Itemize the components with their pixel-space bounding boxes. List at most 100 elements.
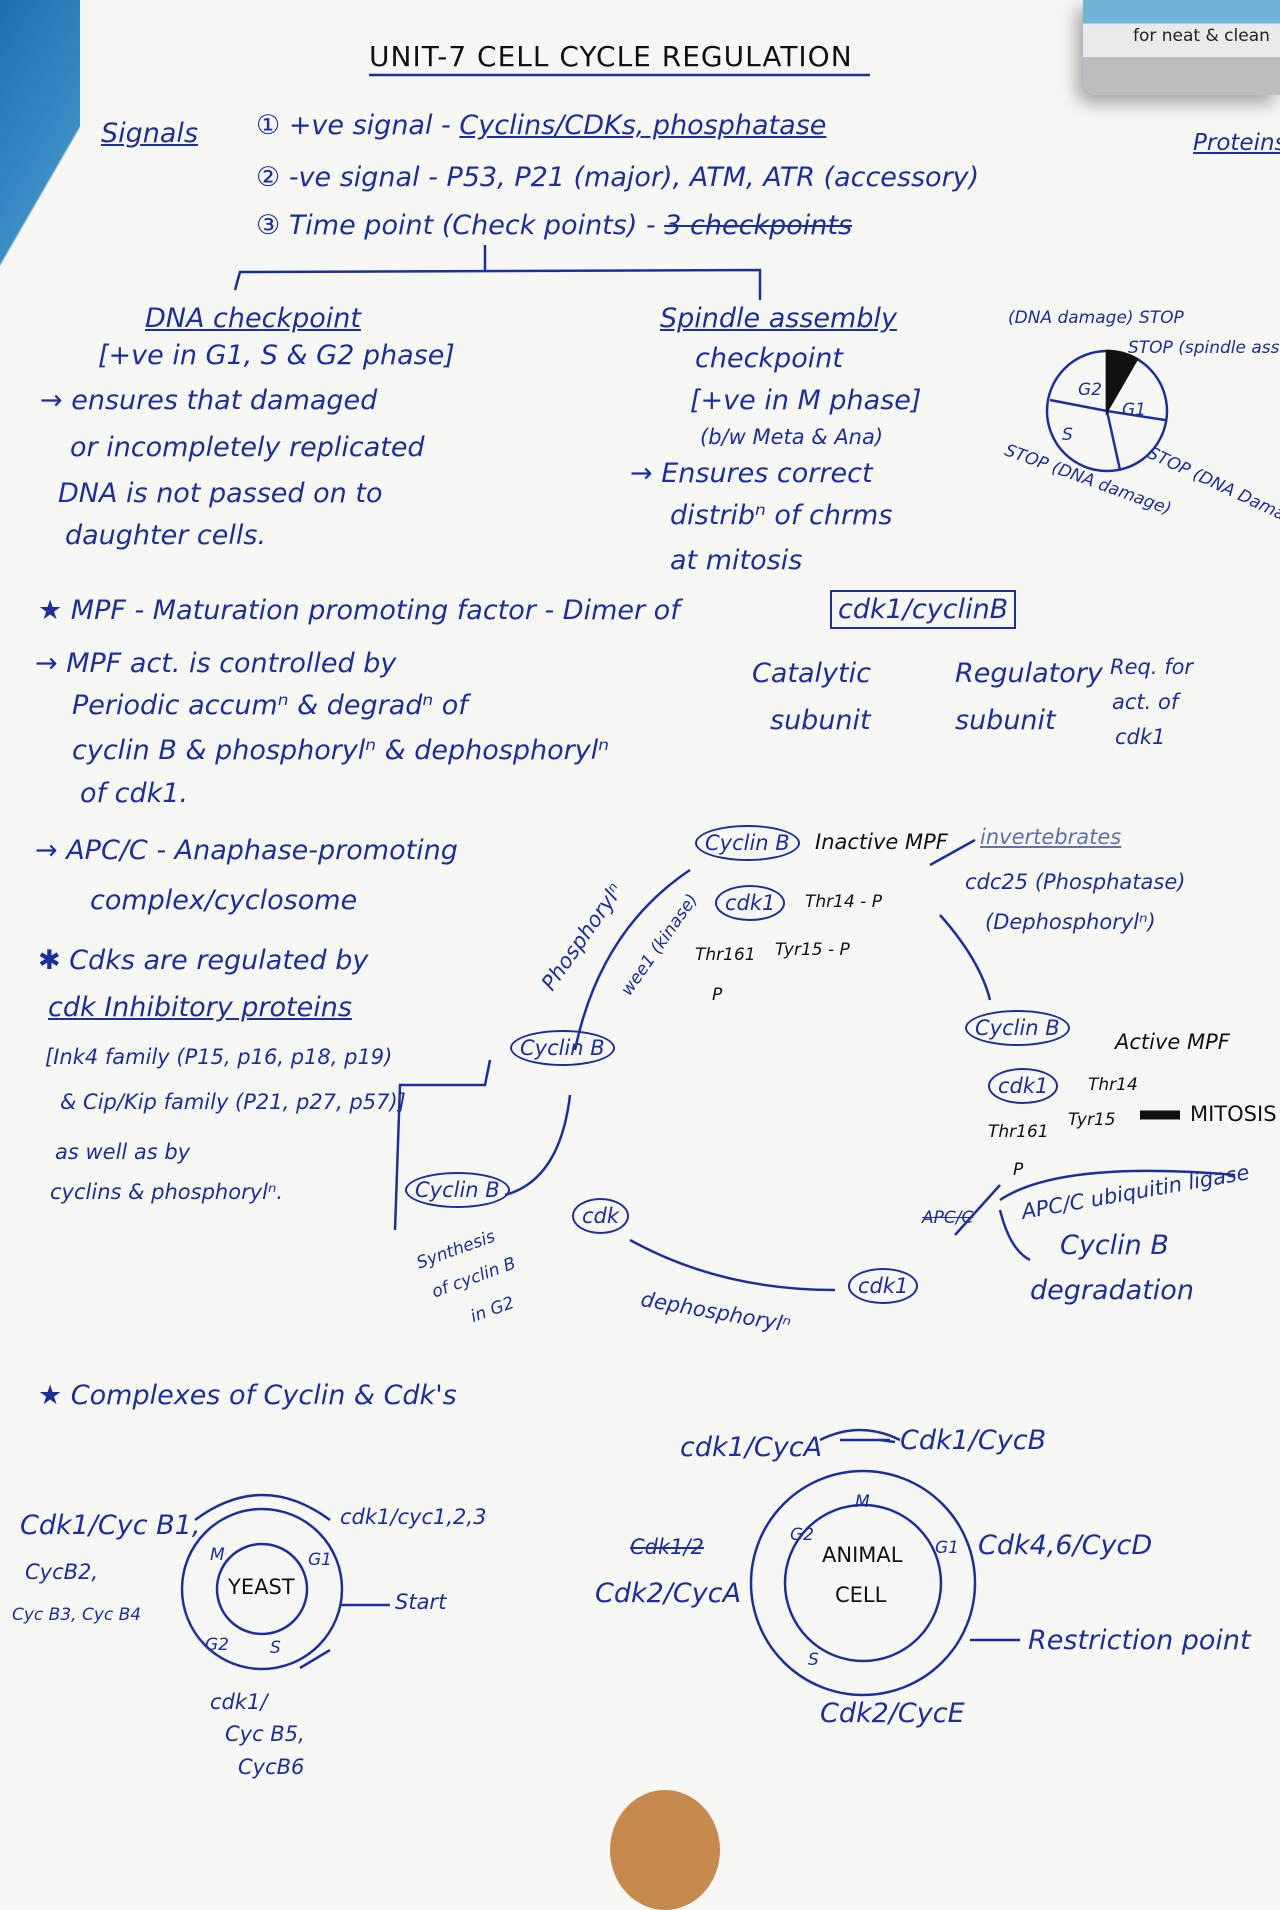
line: [Ink4 family (P15, p16, p18, p19) (45, 1045, 393, 1069)
bracket-regulators (393, 1059, 492, 1231)
animal-right: Cdk4,6/CycD (978, 1530, 1153, 1561)
arrow-dephos (629, 1238, 836, 1292)
mpf-dimer-box: cdk1/cyclinB (830, 590, 1017, 629)
line: of cdk1. (80, 778, 188, 809)
phase: M (855, 1492, 870, 1512)
line: → ensures that damaged (40, 385, 378, 416)
degradation: Cyclin B (1060, 1230, 1169, 1261)
line: [+ve in G1, S & G2 phase] (98, 340, 455, 371)
heading: Spindle assembly (660, 303, 897, 334)
apc-strike: APC/C (922, 1208, 974, 1228)
phase: G1 (1122, 400, 1146, 420)
line: → MPF act. is controlled by (35, 648, 397, 679)
phase: G1 (935, 1538, 959, 1558)
cdk1-inactive: cdk1 (715, 885, 786, 921)
active-mpf: Active MPF (1115, 1030, 1230, 1054)
line: complex/cyclosome (90, 885, 358, 916)
phase: S (808, 1650, 819, 1670)
yeast-inner (215, 1542, 309, 1636)
regulatory: Regulatory (955, 658, 1103, 689)
arrow-invertebrates (929, 838, 976, 867)
tape-text: for neat & clean (1133, 26, 1270, 46)
cdk-free: cdk (572, 1198, 630, 1234)
blue-folder-edge (0, 0, 80, 300)
line: (b/w Meta & Ana) (700, 425, 884, 449)
cyclin-b-new: Cyclin B (405, 1172, 510, 1208)
yeast-start: Start (395, 1590, 447, 1614)
cdk1-free: cdk1 (848, 1268, 919, 1304)
thr161: Thr161 (695, 945, 756, 965)
yeast-left: CycB2, (25, 1560, 99, 1584)
animal-inner (783, 1503, 943, 1663)
detail: 3 checkpoints (664, 210, 853, 241)
heading: DNA checkpoint (145, 303, 361, 334)
cyclin-b-active: Cyclin B (965, 1010, 1070, 1046)
text: -ve signal - (288, 162, 447, 193)
line: daughter cells. (65, 520, 267, 551)
yeast-bottom: cdk1/ (210, 1690, 268, 1714)
phase: G2 (205, 1635, 229, 1655)
thr14: Thr14 (1088, 1075, 1138, 1095)
stop-label: STOP (spindle assembly) (1128, 338, 1280, 358)
yeast-center: YEAST (228, 1575, 295, 1599)
p: P (712, 985, 723, 1005)
restriction-point: Restriction point (1028, 1625, 1251, 1656)
yeast-right: cdk1/cyc1,2,3 (340, 1505, 487, 1529)
line: or incompletely replicated (70, 432, 425, 463)
branch-arrow (233, 268, 762, 300)
cyclin-b-inhibited: Cyclin B (510, 1030, 615, 1066)
arrow-ligase (999, 1169, 1236, 1202)
arrow-cdc25 (939, 914, 992, 1001)
detail: Cyclins/CDKs, phosphatase (459, 110, 827, 141)
line: ✱ Cdks are regulated by (38, 945, 369, 976)
catalytic: Catalytic (752, 658, 871, 689)
req: Req. for (1110, 655, 1194, 679)
p-active: P (1013, 1160, 1024, 1180)
mpf-line: ★ MPF - Maturation promoting factor - Di… (38, 595, 680, 626)
invertebrates: invertebrates (980, 825, 1122, 849)
text: +ve signal - (288, 110, 460, 141)
detail: P53, P21 (major), ATM, ATR (accessory) (446, 162, 980, 193)
line: as well as by (55, 1140, 191, 1164)
line: DNA is not passed on to (58, 478, 383, 509)
drawing-lines (180, 73, 1236, 1697)
arrow-apc (954, 1184, 1001, 1236)
line: → Ensures correct (630, 458, 873, 489)
degradation: degradation (1030, 1275, 1194, 1306)
phase: M (210, 1545, 225, 1565)
yeast-arrows (194, 1493, 331, 1670)
line: Periodic accumⁿ & degradⁿ of (72, 690, 468, 721)
animal-left: Cdk2/CycA (595, 1578, 742, 1609)
cdk1-active: cdk1 (988, 1068, 1059, 1104)
animal-center: ANIMAL (822, 1543, 903, 1567)
req: cdk1 (1115, 725, 1166, 749)
arrow-synthesis (504, 1094, 572, 1197)
tyr15: Tyr15 (1068, 1110, 1116, 1130)
signal-1: ① +ve signal - Cyclins/CDKs, phosphatase (256, 110, 826, 141)
num: ③ (256, 210, 281, 241)
animal-top-right: Cdk1/CycB (900, 1425, 1047, 1456)
line: cdk Inhibitory proteins (48, 992, 352, 1023)
animal-center: CELL (835, 1583, 887, 1607)
req: act. of (1112, 690, 1179, 714)
animal-top-left: cdk1/CycA (680, 1432, 823, 1463)
phase: S (1062, 425, 1073, 445)
phase: G2 (1078, 380, 1102, 400)
inactive-mpf: Inactive MPF (815, 830, 948, 854)
regulatory: subunit (955, 705, 1056, 736)
animal-left-strike: Cdk1/2 (630, 1535, 704, 1559)
thr161-active: Thr161 (988, 1122, 1049, 1142)
yeast-left: Cdk1/Cyc B1, (20, 1510, 201, 1541)
arrow-phosphorylation (573, 868, 691, 1051)
phase: G1 (308, 1550, 332, 1570)
yeast-bottom: Cyc B5, (225, 1722, 305, 1746)
phase: S (270, 1638, 281, 1658)
animal-outer (749, 1469, 977, 1697)
cdc25-sub: (Dephosphorylⁿ) (985, 910, 1156, 934)
line: distribⁿ of chrms (670, 500, 893, 531)
yeast-bottom: CycB6 (238, 1755, 305, 1779)
mitosis-label: MITOSIS (1190, 1102, 1277, 1126)
phase: G2 (790, 1525, 814, 1545)
finger (610, 1790, 720, 1910)
complexes-heading: ★ Complexes of Cyclin & Cdk's (38, 1380, 457, 1411)
